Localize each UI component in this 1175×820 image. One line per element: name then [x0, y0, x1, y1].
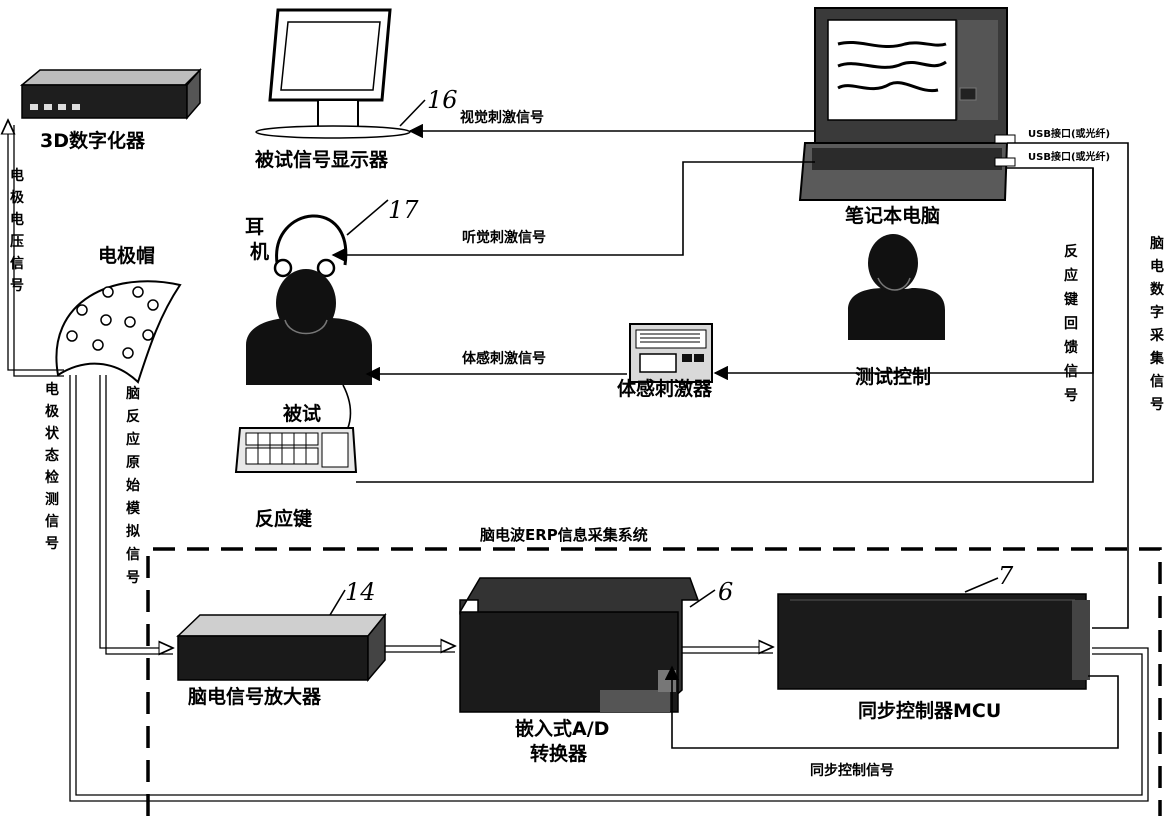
electrode-status-line — [69, 375, 1149, 802]
operator-label: 测试控制 — [855, 365, 931, 388]
subject-label: 被试 — [283, 402, 321, 425]
amplifier-label: 脑电信号放大器 — [187, 685, 322, 708]
ref-number-17: 17 — [388, 196, 419, 224]
erp-system-title: 脑电波ERP信息采集系统 — [480, 526, 648, 544]
ad-converter-label-1: 嵌入式A/D — [515, 717, 609, 740]
earphone-label-1: 耳 — [245, 216, 264, 238]
electrode-status-label: 电极状态检测信号 — [45, 381, 60, 552]
electrode-cap-icon — [55, 280, 182, 384]
laptop-label: 笔记本电脑 — [845, 204, 940, 227]
ref-number-14: 14 — [345, 578, 376, 606]
laptop-icon — [798, 7, 1016, 201]
sync-signal-label: 同步控制信号 — [810, 762, 894, 779]
visual-signal-label: 视觉刺激信号 — [460, 109, 544, 126]
ref-number-16: 16 — [427, 86, 458, 114]
eeg-digital-label: 脑电数字采集信号 — [1149, 235, 1165, 413]
3d-digitizer-icon — [19, 67, 202, 121]
usb-label-2: USB接口(或光纤) — [1028, 150, 1110, 163]
ad-converter-icon — [459, 577, 700, 713]
monitor-icon — [255, 8, 411, 139]
auditory-signal-arrow — [331, 161, 815, 263]
subject-icon — [246, 269, 372, 385]
earphone-label-2: 机 — [250, 241, 269, 263]
cap-label: 电极帽 — [98, 244, 155, 267]
auditory-signal-label: 听觉刺激信号 — [462, 229, 546, 246]
monitor-label: 被试信号显示器 — [255, 148, 389, 171]
earphone-icon — [273, 214, 348, 278]
somatic-signal-label: 体感刺激信号 — [462, 350, 546, 367]
erp-system-boundary — [146, 547, 1162, 816]
electrode-voltage-label: 电极电压信号 — [10, 167, 25, 294]
ref-number-7: 7 — [998, 562, 1014, 590]
ref-number-6: 6 — [718, 578, 733, 606]
stimulator-icon — [629, 323, 713, 383]
keyboard-label: 反应键 — [255, 507, 312, 530]
ad-converter-label-2: 转换器 — [530, 742, 588, 765]
sync-signal-line — [664, 665, 1119, 749]
stimulator-label: 体感刺激器 — [617, 377, 713, 400]
amplifier-icon — [176, 612, 387, 683]
mcu-label: 同步控制器MCU — [858, 699, 1001, 722]
operator-icon — [848, 234, 945, 340]
brain-raw-signal-line — [99, 375, 173, 648]
keyboard-icon — [234, 427, 358, 473]
key-feedback-line — [356, 168, 1094, 483]
usb-label-1: USB接口(或光纤) — [1028, 127, 1110, 140]
digitizer-label: 3D数字化器 — [40, 129, 146, 152]
mcu-icon — [777, 593, 1090, 690]
brain-raw-signal-label: 脑反应原始模拟信号 — [126, 385, 141, 586]
electrode-voltage-line — [8, 120, 64, 371]
key-feedback-label: 反应键回馈信号 — [1063, 243, 1079, 404]
eeg-digital-line — [1007, 142, 1129, 629]
